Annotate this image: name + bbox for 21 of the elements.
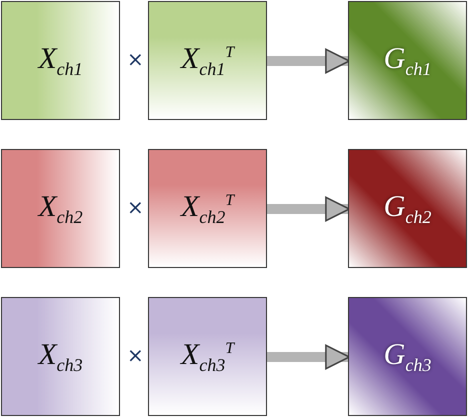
matrix-square xyxy=(348,297,467,416)
multiply-sign: × xyxy=(127,195,144,219)
block-arrow xyxy=(267,344,350,370)
matrix-symbol: G$_{ch2}$ xyxy=(384,190,432,228)
multiply-sign: × xyxy=(127,47,144,71)
matrix-symbol: X$_{ch3}$ xyxy=(38,338,83,376)
matrix-square xyxy=(148,1,267,120)
matrix-square xyxy=(348,149,467,268)
matrix-symbol: G$_{ch3}$ xyxy=(384,338,432,376)
matrix-square xyxy=(1,1,120,120)
matrix-square xyxy=(1,297,120,416)
block-arrow xyxy=(267,48,350,74)
matrix-square xyxy=(1,149,120,268)
matrix-square xyxy=(348,1,467,120)
matrix-square xyxy=(148,297,267,416)
matrix-symbol: X$_{ch2}$ xyxy=(38,190,83,228)
matrix-square xyxy=(148,149,267,268)
multiply-sign: × xyxy=(127,343,144,367)
matrix-symbol: G$_{ch1}$ xyxy=(384,42,432,80)
block-arrow xyxy=(267,196,350,222)
matrix-symbol: X$_{ch1}$ xyxy=(38,42,83,80)
